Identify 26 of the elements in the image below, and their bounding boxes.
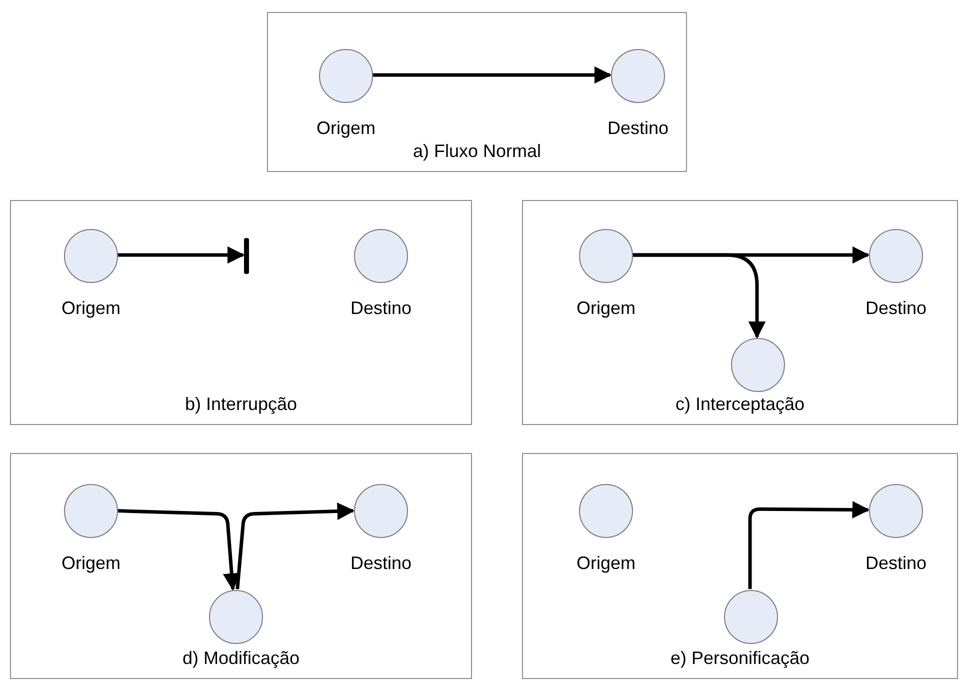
node-label: Origem — [62, 552, 120, 575]
node-label: Destino — [350, 552, 412, 575]
node-label: Destino — [607, 117, 669, 140]
arrow — [372, 66, 612, 84]
panel-frame — [522, 200, 958, 425]
panel-frame — [10, 200, 472, 425]
arrow — [236, 502, 355, 590]
node-label: Origem — [576, 552, 636, 575]
arrow — [748, 500, 870, 589]
panel-frame — [10, 453, 472, 679]
node-label: Destino — [865, 552, 927, 575]
node-label: Destino — [350, 297, 412, 320]
arrow — [117, 246, 245, 264]
panel-caption: c) Interceptação — [675, 393, 805, 416]
blocking-bar — [244, 238, 249, 274]
arrow — [632, 253, 766, 339]
panel-caption: d) Modificação — [182, 647, 300, 670]
node-label: Origem — [316, 117, 376, 140]
panel-frame — [522, 453, 958, 679]
panel-caption: b) Interrupção — [184, 393, 298, 416]
node-label: Origem — [576, 297, 636, 320]
node-label: Destino — [865, 297, 927, 320]
panel-frame — [267, 12, 687, 172]
panel-caption: a) Fluxo Normal — [412, 140, 542, 163]
panel-caption: e) Personificação — [670, 647, 810, 670]
node-label: Origem — [62, 297, 120, 320]
